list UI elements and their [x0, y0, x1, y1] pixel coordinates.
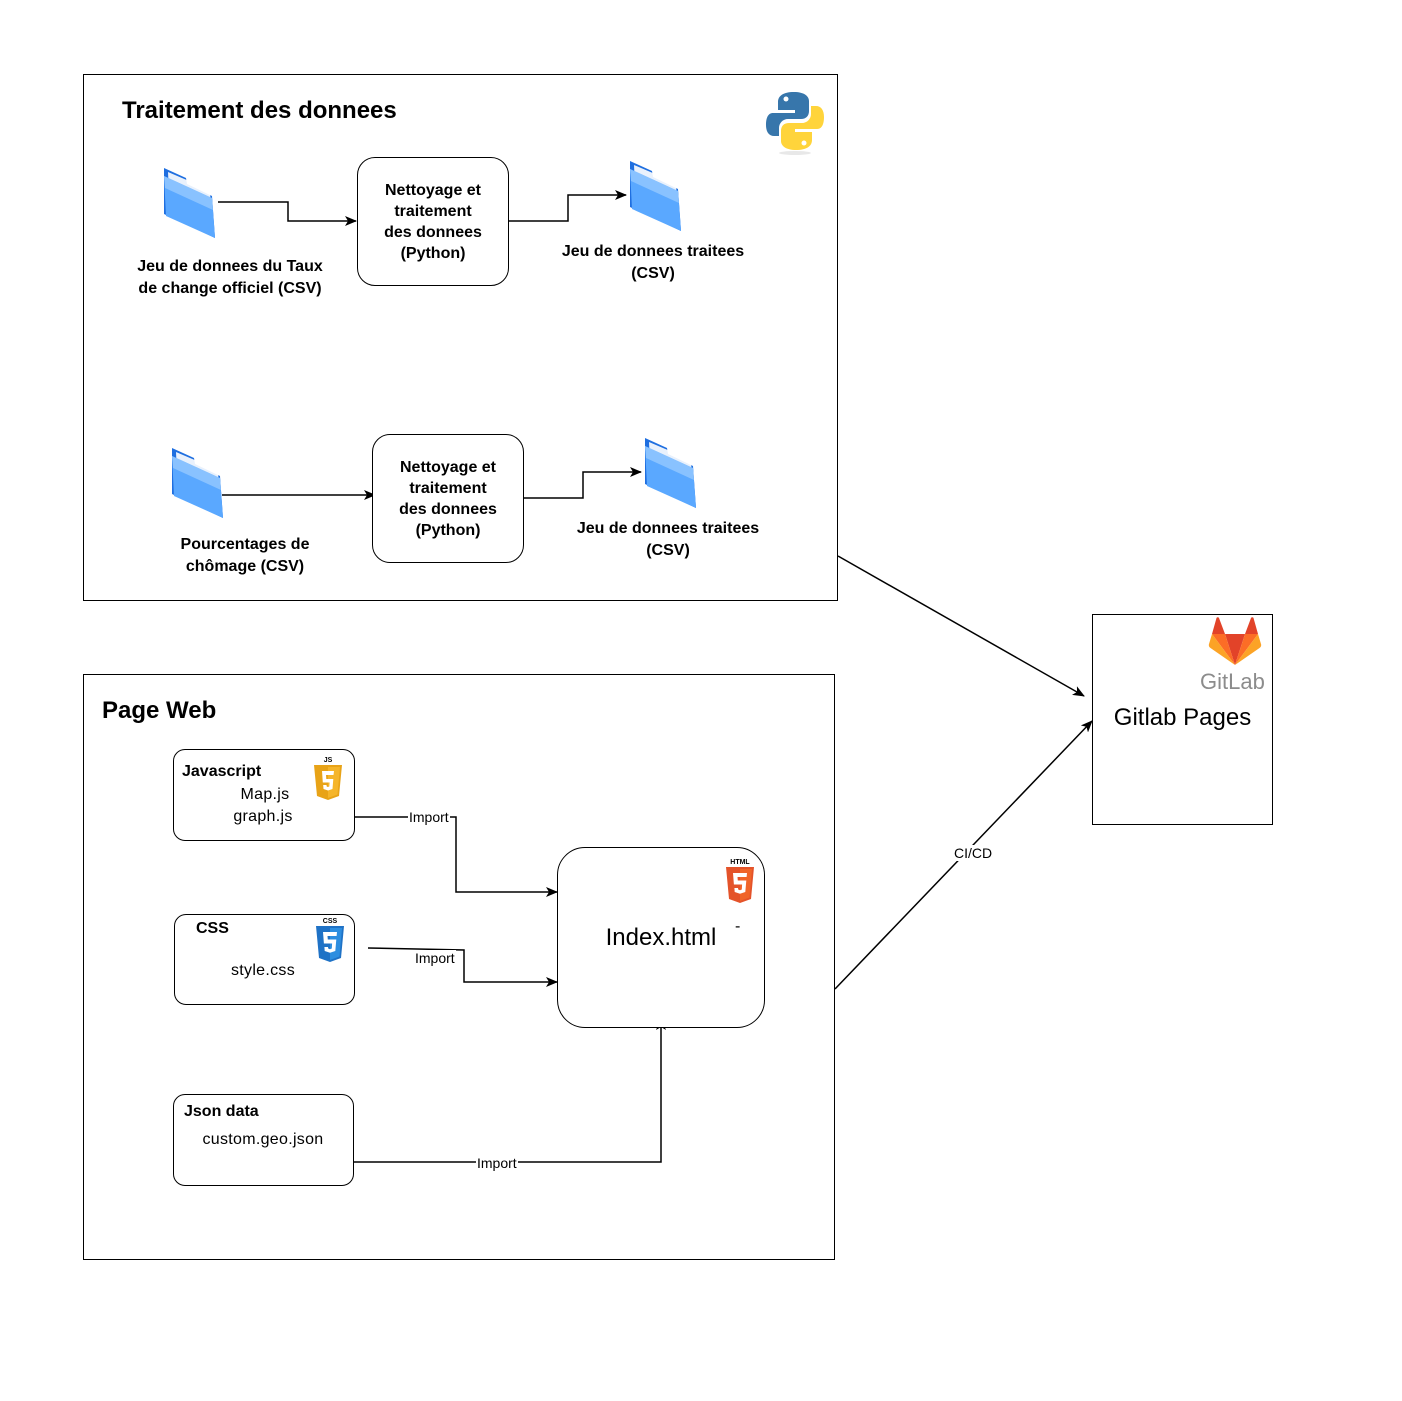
css-file-box[interactable]: CSS style.css CSS: [174, 914, 355, 1005]
javascript-file-line: graph.js: [233, 808, 293, 825]
web-title: Page Web: [102, 697, 217, 724]
process-box-1[interactable]: Nettoyage et traitement des donnees (Pyt…: [357, 157, 509, 286]
json-file-line: custom.geo.json: [202, 1131, 324, 1148]
web-container: [83, 674, 835, 1260]
json-file-box[interactable]: Json data custom.geo.json: [173, 1094, 354, 1186]
index-html-box[interactable]: Index.html - HTML: [557, 847, 765, 1028]
js-icon: JS: [314, 757, 342, 800]
edge-input1-to-process1: [218, 201, 357, 226]
index-mark: -: [735, 918, 741, 935]
edge-js-to-index: [354, 816, 558, 897]
edge-json-to-index: [354, 1018, 666, 1163]
css-header: CSS: [196, 920, 229, 937]
import-label-json: Import: [476, 1155, 518, 1171]
import-label-css: Import: [414, 950, 456, 966]
json-header: Json data: [184, 1103, 259, 1120]
process-box-2[interactable]: Nettoyage et traitement des donnees (Pyt…: [372, 434, 524, 563]
javascript-file-box[interactable]: Javascript Map.js graph.js JS: [173, 749, 355, 841]
index-label: Index.html: [605, 924, 717, 951]
edge-process2-to-output2: [523, 467, 642, 499]
processing-title: Traitement des donnees: [122, 97, 397, 124]
javascript-file-line: Map.js: [240, 786, 290, 803]
output-label-1: Jeu de donnees traitees (CSV): [561, 243, 745, 282]
input-folder-icon-1: [164, 168, 215, 238]
output-label-2: Jeu de donnees traitees (CSV): [576, 520, 760, 559]
output-folder-icon-1: [630, 161, 681, 231]
css-file-line: style.css: [230, 962, 296, 979]
import-label-js: Import: [408, 809, 450, 825]
css3-icon: CSS: [316, 918, 344, 962]
input-label-1: Jeu de donnees du Taux de change officie…: [137, 258, 323, 297]
edge-processing-to-gitlab: [837, 555, 1085, 697]
gitlab-pages-box[interactable]: [1092, 614, 1273, 825]
html5-icon: HTML: [726, 859, 754, 903]
cicd-label: CI/CD: [953, 845, 994, 861]
edge-css-to-index: [367, 947, 558, 987]
input-folder-icon-2: [172, 448, 223, 518]
python-logo-icon: [766, 92, 824, 155]
svg-text:CSS: CSS: [323, 918, 338, 925]
input-label-2: Pourcentages de chômage (CSV): [180, 536, 310, 575]
gitlab-fox-icon: [1208, 617, 1262, 665]
javascript-header: Javascript: [182, 763, 262, 780]
processing-container: [83, 74, 838, 601]
gitlab-pages-title: Gitlab Pages: [1113, 704, 1252, 731]
svg-text:HTML: HTML: [730, 859, 750, 866]
edge-process1-to-output1: [508, 190, 627, 222]
gitlab-logo-text: GitLab: [1200, 669, 1265, 694]
svg-text:JS: JS: [324, 757, 333, 764]
output-folder-icon-2: [645, 438, 696, 508]
